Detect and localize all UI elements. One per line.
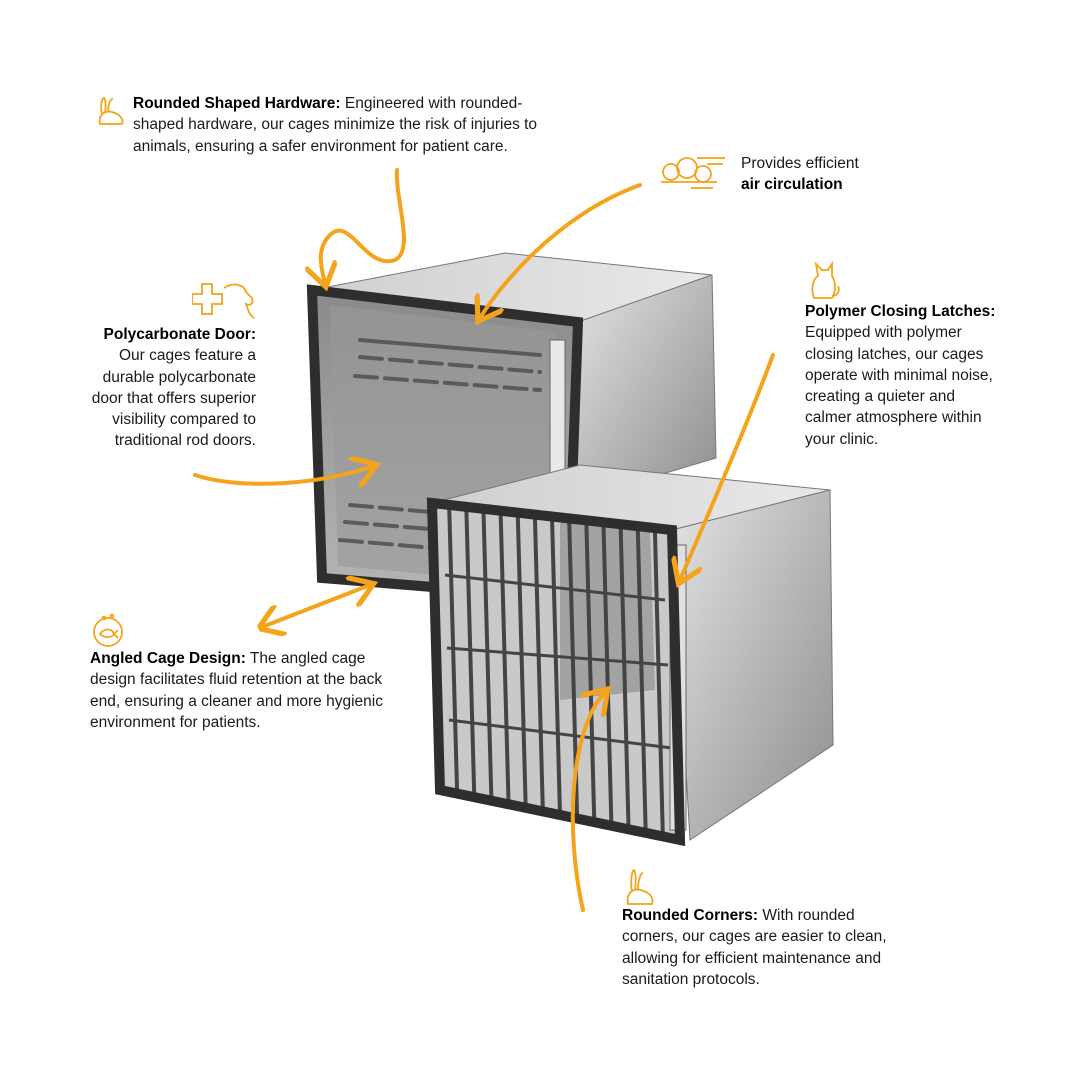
- rabbit-icon: [98, 97, 124, 125]
- feature-text: sanitation protocols.: [622, 970, 760, 988]
- feature-air-circulation: Provides efficient air circulation: [741, 153, 941, 196]
- arrow-latches: [680, 353, 775, 580]
- door-bar: [532, 514, 545, 812]
- feature-text: design facilitates fluid retention at th…: [90, 671, 383, 689]
- feature-text: shaped hardware, our cages minimize the …: [133, 116, 538, 134]
- door-bar: [481, 508, 494, 801]
- callout-arrows: [193, 168, 775, 912]
- feature-text: your clinic.: [805, 430, 879, 448]
- feature-title: Polycarbonate Door:: [103, 326, 256, 343]
- feature-text: creating a quieter and: [805, 388, 955, 406]
- feature-text: environment for patients.: [90, 713, 261, 731]
- feature-text: door that offers superior: [91, 389, 256, 407]
- feature-text: durable polycarbonate: [102, 368, 256, 386]
- feature-text: animals, ensuring a safer environment fo…: [133, 137, 508, 155]
- fishbowl-icon: [93, 613, 123, 647]
- door-bar: [601, 522, 614, 826]
- feature-title: Angled Cage Design:: [90, 650, 246, 667]
- feature-text: traditional rod doors.: [114, 432, 256, 450]
- feature-text: Our cages feature a: [119, 347, 256, 365]
- feature-title: Rounded Shaped Hardware:: [133, 95, 341, 112]
- feature-rounded-corners: Rounded Corners: With rounded corners, o…: [622, 905, 942, 990]
- vet-cross-dog-icon: [192, 283, 255, 319]
- arrow-corners: [570, 692, 605, 912]
- door-bar: [635, 526, 648, 833]
- feature-rounded-hardware: Rounded Shaped Hardware: Engineered with…: [133, 93, 603, 157]
- door-bar: [550, 516, 562, 816]
- feature-text: corners, our cages are easier to clean,: [622, 928, 887, 946]
- feature-text: The angled cage: [245, 650, 366, 667]
- feature-text: visibility compared to: [112, 411, 256, 429]
- feature-text: closing latches, our cages: [805, 345, 984, 363]
- feature-text: Equipped with polymer: [805, 324, 962, 342]
- air-swirl-icon: [661, 157, 725, 189]
- arrow-door: [193, 466, 373, 484]
- feature-title: Polymer Closing Latches:: [805, 303, 996, 320]
- feature-polymer-latches: Polymer Closing Latches: Equipped with p…: [805, 301, 1045, 450]
- door-bar: [515, 512, 528, 808]
- feature-text: end, ensuring a cleaner and more hygieni…: [90, 692, 383, 710]
- feature-text: calmer atmosphere within: [805, 409, 982, 427]
- arrow-hardware: [321, 168, 406, 283]
- feature-text: Provides efficient: [741, 155, 859, 172]
- front-cage: [426, 464, 834, 847]
- door-bar: [618, 524, 631, 830]
- door-bar: [498, 510, 511, 805]
- feature-title: Rounded Corners:: [622, 907, 759, 924]
- cat-icon: [811, 261, 840, 299]
- door-bar: [584, 520, 597, 823]
- feature-angled-design: Angled Cage Design: The angled cage desi…: [90, 648, 450, 733]
- feature-polycarbonate-door: Polycarbonate Door: Our cages feature a …: [40, 324, 256, 452]
- feature-title: air circulation: [741, 176, 843, 194]
- feature-text: With rounded: [758, 907, 855, 924]
- door-bar: [652, 528, 665, 837]
- arrow-air: [480, 183, 642, 318]
- feature-text: operate with minimal noise,: [805, 366, 993, 384]
- arrow-angled: [262, 585, 370, 627]
- feature-text: Engineered with rounded-: [340, 95, 523, 112]
- feature-text: allowing for efficient maintenance and: [622, 949, 882, 967]
- rabbit-icon-corners: [626, 869, 654, 905]
- door-bar: [464, 506, 477, 798]
